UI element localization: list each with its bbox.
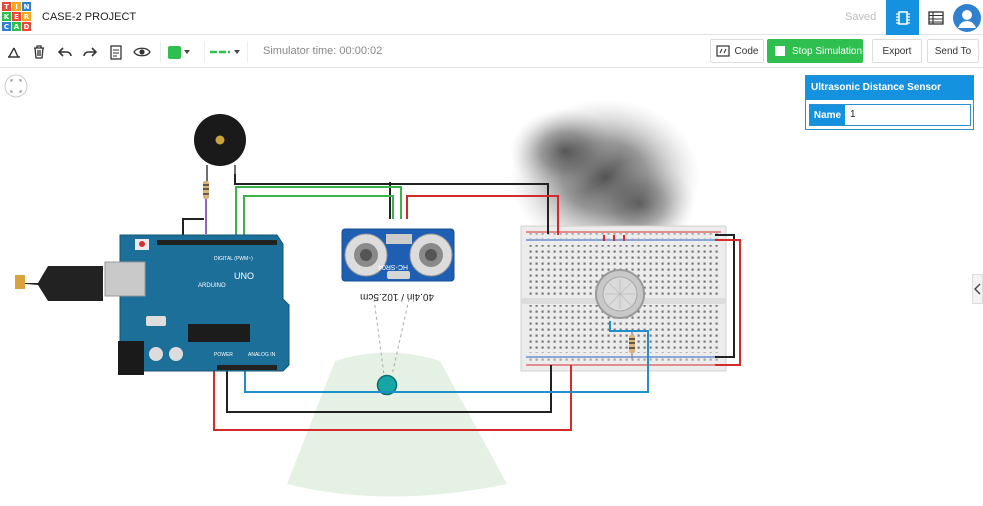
name-field-row: Name 1 [809, 104, 971, 126]
arduino-uno[interactable]: ARDUINO UNO DIGITAL (PWM~) POWER ANALOG … [15, 234, 290, 375]
sensor-reading: 40.4in / 102.5cm [360, 291, 434, 302]
eye-icon [133, 47, 151, 57]
fill-color-picker[interactable] [160, 41, 200, 63]
logo-letter: I [12, 2, 21, 11]
saved-status: Saved [845, 11, 877, 23]
sensor-detection-cone [287, 352, 507, 497]
name-field-input[interactable]: 1 [850, 109, 856, 120]
chevron-down-icon [184, 50, 190, 54]
stop-simulation-button[interactable]: Stop Simulation [767, 39, 863, 63]
analog-in-label: ANALOG IN [248, 352, 276, 358]
resistor-breadboard[interactable] [629, 331, 635, 359]
send-to-label: Send To [934, 45, 972, 57]
project-title[interactable]: CASE-2 PROJECT [42, 11, 137, 23]
avatar-icon [953, 3, 981, 32]
logo-letter: D [22, 22, 31, 31]
rotate-button[interactable] [4, 41, 24, 63]
export-button[interactable]: Export [872, 39, 922, 63]
user-avatar[interactable] [951, 0, 983, 35]
redo-button[interactable] [80, 41, 100, 63]
trash-icon [34, 45, 44, 59]
resistor-buzzer[interactable] [203, 181, 209, 234]
name-field-label: Name [810, 105, 845, 125]
wire-style-picker[interactable] [204, 41, 248, 63]
workplane[interactable]: ARDUINO UNO DIGITAL (PWM~) POWER ANALOG … [0, 69, 983, 506]
fill-color-swatch [168, 45, 181, 59]
collapse-panel-toggle[interactable] [972, 274, 983, 304]
tinkercad-logo[interactable]: T I N K E R C A D [2, 2, 31, 33]
chevron-left-icon [974, 283, 981, 295]
sensor-beam-lines [373, 298, 410, 376]
rotate-icon [8, 47, 20, 58]
circuit-view-button[interactable] [886, 0, 919, 35]
redo-icon [83, 47, 97, 57]
code-label: Code [734, 45, 759, 57]
logo-letter: R [22, 12, 31, 21]
fit-view-button[interactable] [4, 74, 28, 98]
export-label: Export [882, 45, 912, 57]
chip-icon [895, 10, 910, 25]
simulator-time: Simulator time: 00:00:02 [263, 45, 383, 57]
send-to-button[interactable]: Send To [927, 39, 979, 63]
toolbar: Simulator time: 00:00:02 Code Stop Simul… [0, 35, 983, 68]
undo-button[interactable] [55, 41, 75, 63]
top-bar: T I N K E R C A D CASE-2 PROJECT Saved [0, 0, 983, 35]
logo-letter: E [12, 12, 21, 21]
logo-letter: N [22, 2, 31, 11]
code-icon [715, 45, 730, 57]
component-inspector: Ultrasonic Distance Sensor Name 1 [805, 75, 974, 130]
sensor-model-label: HC-SR04 [378, 263, 408, 270]
logo-letter: K [2, 12, 11, 21]
digital-pins-label: DIGITAL (PWM~) [214, 256, 253, 262]
code-button[interactable]: Code [710, 39, 764, 63]
gas-sensor[interactable] [595, 269, 645, 319]
chevron-down-icon [234, 50, 240, 54]
notes-button[interactable] [106, 41, 126, 63]
component-list-button[interactable] [919, 0, 952, 35]
wire-line-icon [210, 50, 230, 54]
logo-letter: C [2, 22, 11, 31]
arduino-model-label: UNO [234, 271, 254, 281]
undo-icon [58, 47, 72, 57]
sensor-target-object[interactable] [376, 374, 398, 396]
notes-icon [110, 44, 122, 60]
logo-letter: A [12, 22, 21, 31]
table-list-icon [927, 10, 944, 25]
ultrasonic-distance-sensor[interactable]: HC-SR04 40.4in / 102.5cm [341, 228, 455, 302]
stop-simulation-label: Stop Simulation [792, 45, 863, 57]
power-label: POWER [214, 352, 233, 358]
delete-button[interactable] [29, 41, 49, 63]
piezo-buzzer[interactable] [194, 114, 246, 190]
wires[interactable] [182, 174, 741, 431]
logo-letter: T [2, 2, 11, 11]
stop-square-icon [775, 46, 785, 56]
inspector-title: Ultrasonic Distance Sensor [806, 76, 973, 100]
circuit-canvas: ARDUINO UNO DIGITAL (PWM~) POWER ANALOG … [4, 74, 741, 497]
visibility-button[interactable] [131, 41, 153, 63]
arduino-brand-label: ARDUINO [198, 283, 226, 289]
